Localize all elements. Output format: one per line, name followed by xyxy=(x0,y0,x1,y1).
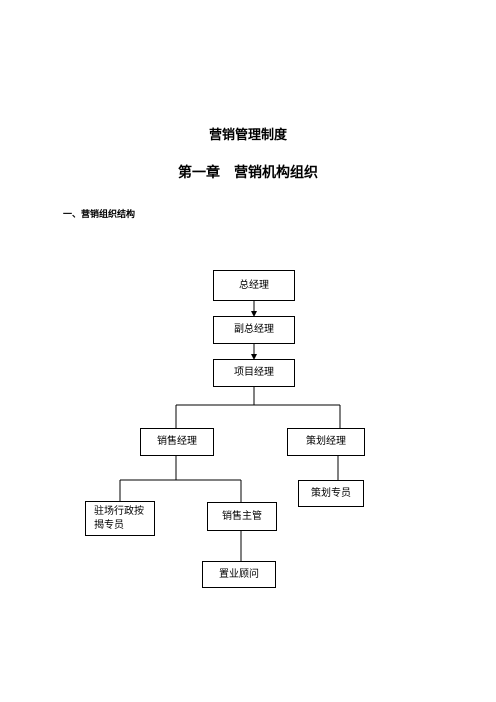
box-planning-manager: 策划经理 xyxy=(287,428,365,456)
box-deputy-general-manager: 副总经理 xyxy=(213,316,295,344)
section-heading: 一、营销组织结构 xyxy=(63,210,136,220)
box-project-manager: 项目经理 xyxy=(213,359,295,387)
box-general-manager: 总经理 xyxy=(213,270,295,301)
document-title: 营销管理制度 xyxy=(208,128,287,143)
box-sales-supervisor: 销售主管 xyxy=(207,502,277,531)
chapter-heading: 第一章 营销机构组织 xyxy=(178,165,318,181)
box-onsite-admin-specialist: 驻场行政按揭专员 xyxy=(85,501,155,536)
box-property-consultant: 置业顾问 xyxy=(202,561,276,588)
box-planning-specialist: 策划专员 xyxy=(298,480,364,507)
box-sales-manager: 销售经理 xyxy=(140,428,214,456)
